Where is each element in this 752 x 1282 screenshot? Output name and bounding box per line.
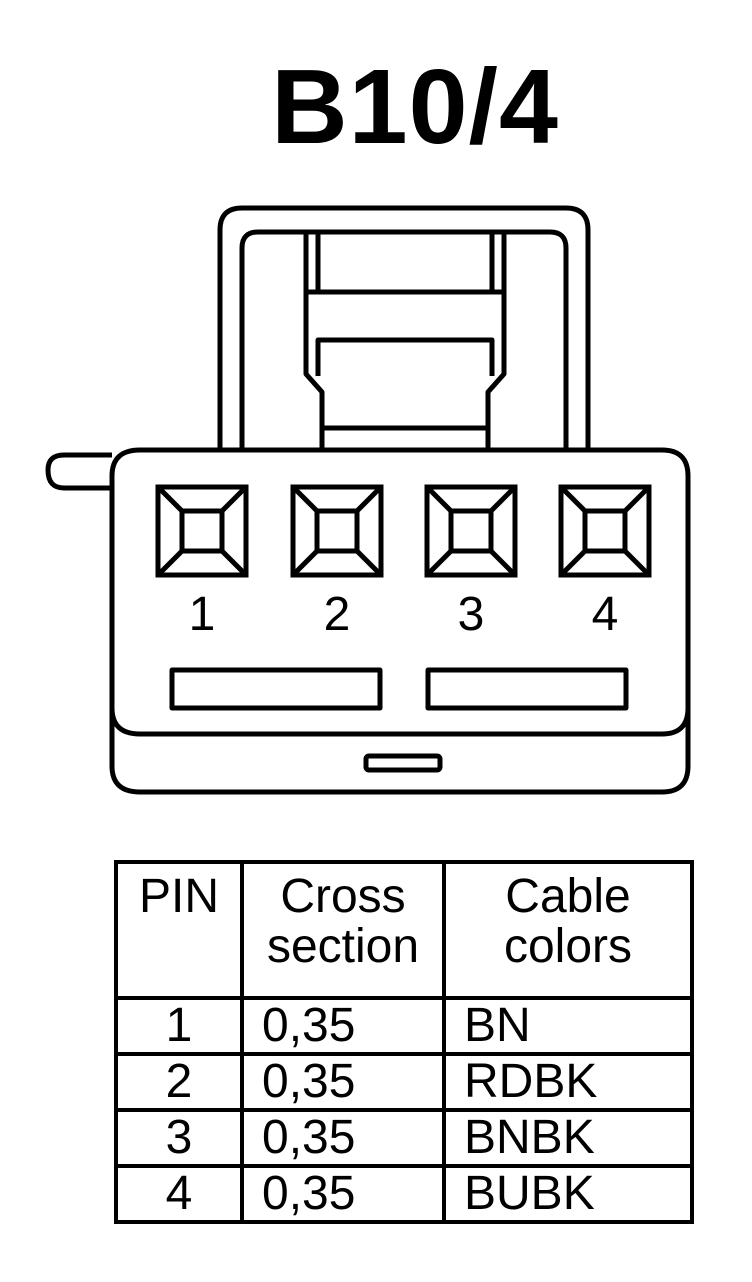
row-pin: 3 — [114, 1108, 244, 1168]
pin-table: PIN Cross section Cable colors 1 0,35 BN… — [114, 860, 694, 1224]
pin-label-4: 4 — [592, 588, 619, 641]
row-cable-color: BN — [442, 996, 694, 1056]
table-row: 1 0,35 BN — [114, 996, 694, 1056]
table-row: 2 0,35 RDBK — [114, 1052, 694, 1112]
row-cable-color: BNBK — [442, 1108, 694, 1168]
header-pin: PIN — [114, 860, 244, 1000]
row-cross-section: 0,35 — [240, 1108, 446, 1168]
header-cross-section-line1: Cross — [280, 870, 406, 923]
row-pin: 1 — [114, 996, 244, 1056]
row-pin: 4 — [114, 1164, 244, 1224]
connector-title: B10/4 — [271, 48, 559, 166]
header-cross-section-line2: section — [266, 920, 420, 973]
table-row: 4 0,35 BUBK — [114, 1164, 694, 1224]
row-cross-section: 0,35 — [240, 1164, 446, 1224]
header-cable-colors-line1: Cable — [505, 870, 631, 923]
header-cross-section: Cross section — [240, 860, 446, 1000]
table-row: 3 0,35 BNBK — [114, 1108, 694, 1168]
row-cable-color: RDBK — [442, 1052, 694, 1112]
side-tab — [45, 452, 112, 491]
pin-cavity-4 — [558, 484, 652, 578]
pin-table-header: PIN Cross section Cable colors — [114, 860, 694, 1000]
row-cross-section: 0,35 — [240, 996, 446, 1056]
latch-inner — [239, 229, 569, 450]
pin-label-1: 1 — [189, 588, 216, 641]
latch-outer — [217, 205, 591, 450]
header-cable-colors-line2: colors — [503, 920, 633, 973]
pin-cavity-2 — [290, 484, 384, 578]
housing-body — [109, 447, 691, 795]
row-pin: 2 — [114, 1052, 244, 1112]
window-left — [169, 667, 383, 711]
pin-label-3: 3 — [458, 588, 485, 641]
latch-tongue — [303, 232, 507, 450]
connector-diagram: 1 2 3 4 — [45, 205, 691, 795]
pin-cavity-1 — [155, 484, 249, 578]
row-cross-section: 0,35 — [240, 1052, 446, 1112]
header-cable-colors: Cable colors — [442, 860, 694, 1000]
pin-cavity-3 — [424, 484, 518, 578]
pin-label-2: 2 — [324, 588, 351, 641]
row-cable-color: BUBK — [442, 1164, 694, 1224]
housing-slot — [363, 753, 443, 773]
window-right — [425, 667, 629, 711]
housing-lip — [109, 707, 691, 737]
